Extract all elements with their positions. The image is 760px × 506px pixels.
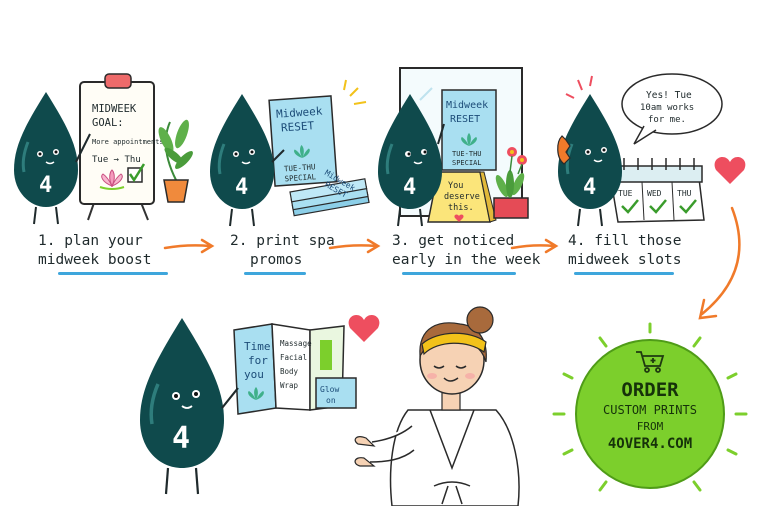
poster-title-1: Midweek — [276, 105, 324, 121]
water-drop-mascot: 4 — [210, 94, 285, 227]
water-drop-mascot: 4 — [378, 94, 445, 227]
step-3-number: 3. — [392, 233, 410, 249]
svg-text:TUE-THU: TUE-THU — [452, 150, 482, 158]
cta-line-4: 4OVER4.COM — [608, 436, 692, 452]
mascot-number: 4 — [39, 173, 52, 198]
cta-line-3: FROM — [637, 420, 664, 433]
svg-text:Massage: Massage — [280, 339, 312, 348]
lotus-icon — [248, 387, 264, 400]
svg-text:on: on — [326, 396, 336, 405]
trifold-brochure: Time for you Massage Facial Body Wrap Gl… — [233, 323, 357, 415]
checkmark-icon — [621, 199, 639, 214]
poster-title-2: RESET — [281, 119, 315, 134]
spa-poster — [441, 89, 497, 171]
water-drop-mascot: 4 — [140, 318, 239, 495]
poster-special-2: SPECIAL — [284, 172, 317, 183]
svg-text:4: 4 — [172, 421, 190, 456]
svg-text:Facial: Facial — [280, 353, 307, 362]
step-4-line2: midweek slots — [568, 252, 682, 268]
svg-text:Yes! Tue: Yes! Tue — [646, 90, 692, 101]
scene-plan: MIDWEEK GOAL: More appointments Tue → Th… — [14, 73, 193, 225]
scene-print: Midweek RESET TUE-THU SPECIAL Midweek RE… — [210, 79, 370, 227]
step-4-underline — [574, 272, 674, 275]
step-4-line1: fill those — [594, 233, 682, 249]
step-4-number: 4. — [568, 233, 586, 249]
calendar-icon: TUE WED THU — [609, 158, 705, 223]
speech-bubble: Yes! Tue 10am works for me. — [621, 73, 723, 145]
scene-handoff: Time for you Massage Facial Body Wrap Gl… — [140, 306, 520, 506]
svg-text:deserve: deserve — [444, 192, 480, 202]
checkmark-icon — [649, 199, 667, 214]
scene-noticed: Midweek RESET TUE-THU SPECIAL You deserv… — [378, 67, 529, 227]
arrow-1-2 — [163, 238, 215, 254]
svg-text:SPECIAL: SPECIAL — [452, 159, 482, 167]
water-drop-mascot: 4 — [14, 92, 91, 225]
step-1-line1: plan your — [64, 233, 143, 249]
step-1-underline — [58, 272, 168, 275]
heart-icon — [348, 314, 380, 342]
svg-text:RESET: RESET — [450, 114, 480, 125]
board-title: MIDWEEK — [92, 103, 137, 115]
lotus-icon — [294, 145, 310, 158]
checkmark-icon — [679, 199, 697, 214]
arrow-to-cta — [698, 206, 741, 320]
svg-text:this.: this. — [448, 203, 474, 213]
brochure-cover-3: you — [244, 368, 264, 381]
board-line: More appointments — [92, 138, 164, 146]
spa-poster — [268, 95, 338, 187]
cta-badge[interactable]: ORDER CUSTOM PRINTS FROM 4OVER4.COM — [540, 318, 760, 506]
step-1-line2: midweek boost — [38, 252, 152, 268]
step-3-line1: get noticed — [418, 233, 515, 249]
arrow-2-3 — [328, 238, 381, 254]
poster-special-1: TUE-THU — [284, 162, 316, 173]
board-days: Tue → Thu — [92, 155, 141, 165]
board-clip — [104, 73, 132, 89]
flower-planter-icon — [493, 147, 529, 219]
svg-text:You: You — [448, 181, 463, 191]
step-3-label: 3. get noticed early in the week — [392, 232, 540, 270]
board-subtitle: GOAL: — [92, 117, 124, 129]
cta-line-2: CUSTOM PRINTS — [603, 403, 697, 417]
svg-text:Body: Body — [280, 367, 299, 376]
step-2-number: 2. — [230, 233, 248, 249]
svg-text:Glow: Glow — [320, 385, 339, 394]
step-3-underline — [402, 272, 516, 275]
svg-text:10am works: 10am works — [640, 103, 694, 113]
cta-circle — [575, 339, 725, 489]
heart-icon — [714, 156, 746, 184]
step-2-line1: print spa — [256, 233, 335, 249]
cta-line-1: ORDER — [621, 379, 679, 401]
svg-text:WED: WED — [647, 189, 662, 198]
step-1-label: 1. plan your midweek boost — [38, 232, 152, 270]
lotus-icon — [461, 133, 477, 146]
step-2-underline — [244, 272, 306, 275]
step-2-line2: promos — [250, 252, 303, 268]
spa-client-figure — [354, 306, 520, 506]
potted-plant-icon — [158, 119, 193, 203]
checkmark-icon — [128, 163, 146, 183]
svg-text:4: 4 — [403, 175, 416, 200]
svg-text:for me.: for me. — [648, 115, 686, 125]
promo-card — [315, 377, 357, 409]
svg-text:Midweek: Midweek — [446, 100, 488, 111]
brochure-cover-1: Time — [244, 340, 271, 353]
flyer-stack — [289, 178, 370, 217]
shopping-cart-icon — [636, 351, 665, 373]
svg-text:Wrap: Wrap — [280, 381, 299, 390]
svg-text:TUE: TUE — [618, 189, 633, 198]
phone-icon — [557, 135, 571, 165]
step-3-line2: early in the week — [392, 252, 541, 268]
step-2-label: 2. print spa promos — [230, 232, 335, 270]
step-4-label: 4. fill those midweek slots — [568, 232, 682, 270]
arrow-3-4 — [510, 238, 559, 254]
svg-text:4: 4 — [235, 175, 248, 200]
heart-icon — [454, 214, 464, 222]
svg-text:THU: THU — [677, 189, 692, 198]
scene-booking: Yes! Tue 10am works for me. TUE WED THU — [557, 73, 746, 227]
brochure-cover-2: for — [248, 354, 268, 367]
step-1-number: 1. — [38, 233, 56, 249]
svg-text:4: 4 — [583, 175, 596, 200]
lotus-icon — [99, 169, 125, 190]
